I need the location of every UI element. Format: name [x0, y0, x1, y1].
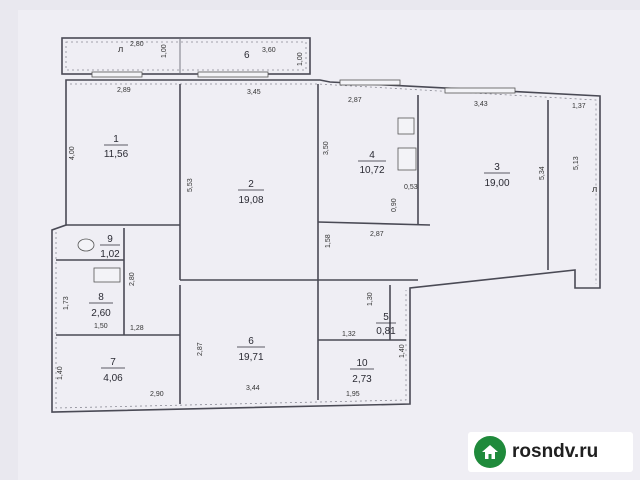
- dim-label: 2,89: [117, 87, 131, 94]
- dim-label: 2,90: [150, 391, 164, 398]
- dim-label: 3,43: [474, 101, 488, 108]
- house-icon: [474, 436, 506, 468]
- room-area: 2,60: [91, 308, 111, 319]
- dim-label: 1,95: [346, 391, 360, 398]
- room-6: 6 19,71: [237, 336, 265, 363]
- room-area: 11,56: [104, 149, 129, 160]
- room-number: 5: [383, 312, 389, 323]
- room-number: 6: [248, 336, 254, 347]
- watermark-text: rosndv.ru: [512, 441, 599, 462]
- dim-label: 3,60: [262, 47, 276, 54]
- room-area: 2,73: [352, 374, 372, 385]
- dim-label: 2,80: [129, 272, 136, 286]
- outer-wall: [51, 79, 601, 413]
- dim-label: 1,30: [367, 292, 374, 306]
- dim-label: 3,45: [247, 89, 261, 96]
- dim-label: 3,44: [246, 385, 260, 392]
- dim-label: 5,53: [187, 178, 194, 192]
- room-5: 5 0,81: [376, 312, 396, 337]
- balcony-letter: л: [118, 44, 123, 54]
- dim-label: 1,00: [297, 52, 304, 66]
- room-area: 10,72: [359, 165, 384, 176]
- dim-label: 5,13: [573, 156, 580, 170]
- dim-label: 2,87: [370, 231, 384, 238]
- room-10: 10 2,73: [350, 358, 374, 385]
- room-number: 2: [248, 179, 254, 190]
- bath-icon: [93, 267, 121, 283]
- dim-label: 3,50: [323, 141, 330, 155]
- room-number: 3: [494, 162, 500, 173]
- room-area: 19,00: [484, 178, 509, 189]
- room-7: 7 4,06: [101, 357, 125, 384]
- dim-label: 1,28: [130, 325, 144, 332]
- dim-label: 1,00: [161, 44, 168, 58]
- room-8: 8 2,60: [89, 292, 113, 319]
- room-number: 4: [369, 150, 375, 161]
- room-number: 8: [98, 292, 104, 303]
- stove-icon: [397, 117, 415, 135]
- balcony-top: [61, 37, 311, 75]
- toilet-icon: [77, 238, 95, 252]
- dim-label: 1,32: [342, 331, 356, 338]
- room-1: 1 11,56: [104, 134, 129, 160]
- dim-label: 4,00: [69, 146, 76, 160]
- room-area: 19,71: [238, 352, 263, 363]
- room-number: 10: [356, 358, 368, 369]
- dim-label: 0,53: [404, 184, 418, 191]
- dim-label: 1,40: [399, 344, 406, 358]
- room-3: 3 19,00: [484, 162, 510, 189]
- room-number: 7: [110, 357, 116, 368]
- dim-label: 1,73: [63, 296, 70, 310]
- room-2: 2 19,08: [238, 179, 264, 206]
- room-number: 1: [113, 134, 119, 145]
- dim-label: 5,34: [539, 166, 546, 180]
- dim-label: 1,50: [94, 323, 108, 330]
- room-area: 1,02: [100, 249, 120, 260]
- room-4: 4 10,72: [358, 150, 386, 176]
- room-number: 9: [107, 234, 113, 245]
- dim-label: 2,87: [197, 342, 204, 356]
- sink-icon: [397, 147, 417, 171]
- dim-label: 2,87: [348, 97, 362, 104]
- balcony-right-letter: л: [592, 184, 597, 194]
- room-area: 0,81: [376, 326, 396, 337]
- room-area: 4,06: [103, 373, 123, 384]
- watermark[interactable]: rosndv.ru: [468, 432, 633, 472]
- dim-label: 1,40: [57, 366, 64, 380]
- dim-label: 0,90: [391, 198, 398, 212]
- dim-label: 1,37: [572, 103, 586, 110]
- room-area: 19,08: [238, 195, 263, 206]
- dim-label: 1,58: [325, 234, 332, 248]
- room-9: 9 1,02: [100, 234, 120, 260]
- dim-label: 2,80: [130, 41, 144, 48]
- balcony-number: 6: [244, 50, 250, 61]
